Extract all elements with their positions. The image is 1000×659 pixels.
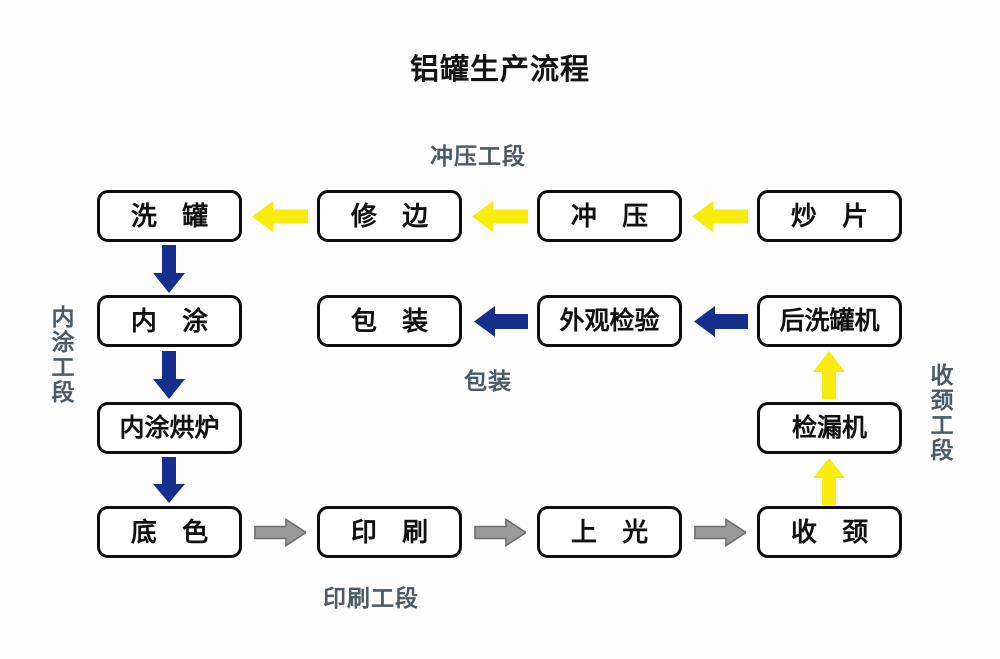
arrow-trim-to-wash-can [252,199,308,234]
node-blank[interactable]: 炒 片 [757,190,902,242]
node-label: 内 涂 [130,306,218,336]
node-label: 洗 罐 [130,201,218,231]
node-stamp[interactable]: 冲 压 [537,190,682,242]
arrow-inner-coat-to-oven [150,351,188,399]
node-package[interactable]: 包 装 [317,295,462,347]
section-label-interior-coating: 内涂工段 [48,305,74,405]
node-post-wash-machine[interactable]: 后洗罐机 [757,295,902,347]
node-varnish[interactable]: 上 光 [537,506,682,558]
node-label: 上 光 [570,517,658,547]
node-wash-can[interactable]: 洗 罐 [97,190,242,242]
node-print[interactable]: 印 刷 [317,506,462,558]
node-label: 检漏机 [791,413,867,442]
node-inner-coat-oven[interactable]: 内涂烘炉 [97,402,242,454]
node-inner-coat[interactable]: 内 涂 [97,295,242,347]
node-label: 修 边 [350,201,438,231]
node-label: 底 色 [130,517,218,547]
node-appearance-check[interactable]: 外观检验 [537,295,682,347]
node-leak-detector[interactable]: 检漏机 [757,402,902,454]
arrow-leak-detector-to-post-wash [810,351,848,399]
node-label: 冲 压 [570,201,658,231]
arrow-stamp-to-trim [472,199,528,234]
node-label: 炒 片 [790,201,878,231]
node-base-color[interactable]: 底 色 [97,506,242,558]
node-necking[interactable]: 收 颈 [757,506,902,558]
arrow-necking-to-leak-detector [810,458,848,505]
node-label: 包 装 [350,306,438,336]
arrow-post-wash-to-appearance-check [694,304,748,339]
section-label-printing: 印刷工段 [323,585,419,611]
section-label-packaging: 包装 [464,368,512,394]
arrow-wash-can-to-inner-coat [150,245,188,293]
section-label-necking: 收颈工段 [927,363,953,463]
arrow-oven-to-base-color [150,457,188,503]
arrow-blank-to-stamp [692,199,748,234]
node-label: 内涂烘炉 [119,413,220,442]
node-label: 印 刷 [350,517,438,547]
node-label: 后洗罐机 [779,306,880,335]
arrow-varnish-to-necking [694,518,746,547]
arrow-base-color-to-print [254,518,306,547]
node-label: 外观检验 [559,306,660,335]
node-label: 收 颈 [790,517,878,547]
arrow-print-to-varnish [474,518,526,547]
section-label-stamping: 冲压工段 [430,143,526,169]
page-title: 铝罐生产流程 [409,54,590,86]
arrow-appearance-check-to-package [474,304,528,339]
node-trim[interactable]: 修 边 [317,190,462,242]
